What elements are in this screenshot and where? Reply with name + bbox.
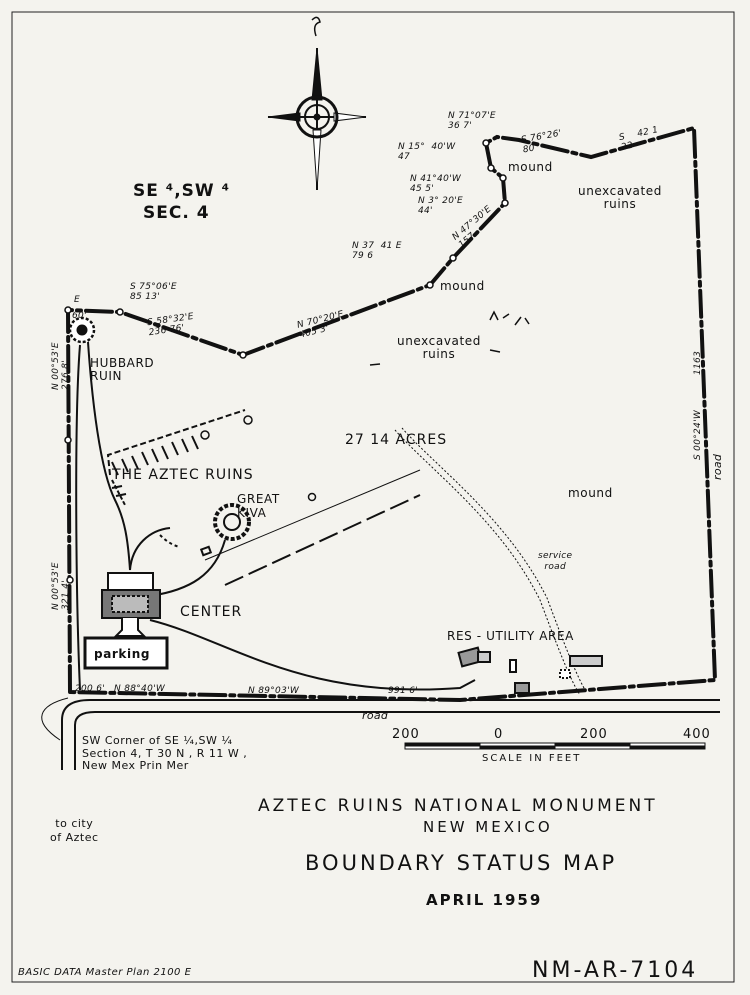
center-label: CENTER [180,604,243,620]
bearing-label: S 00°24'W [693,409,703,460]
ruin-marks [369,310,530,366]
parking-lot [83,636,169,670]
page-frame [11,11,735,983]
mound-mid-label: mound [440,279,485,293]
unexcavated-ne-label: unexcavated ruins [578,184,662,212]
bearing-label: N 00°53'E 276 8' [51,342,71,390]
hubbard-ruin-marker [68,316,96,344]
road-east-label: road [711,453,724,480]
mound-east-label: mound [568,486,613,500]
road-bottom-label: road [362,709,389,722]
scale-label: 200 [392,727,420,742]
bearing-label: N 00°53'E 321 4' [51,562,71,610]
service-road-label: service road [538,551,573,572]
hubbard-ruin-label: HUBBARD RUIN [90,356,155,384]
map-date: APRIL 1959 [426,891,543,909]
utility-buildings [457,646,603,694]
aztec-ruins-structures [106,409,317,557]
section-label-line2: SEC. 4 [143,203,210,223]
unexcavated-north-label: unexcavated ruins [397,334,481,362]
basic-data-note: BASIC DATA Master Plan 2100 E [18,967,192,978]
bearing-label: 1163 [693,350,703,375]
scale-caption: SCALE IN FEET [482,753,582,764]
bearing-label: N 41°40'W 45 5' [410,174,462,194]
bearing-label: 200 6' [75,684,106,694]
bearing-label: 991 6' [388,686,419,696]
bearing-label: N 37 41 E 79 6 [352,241,402,261]
scale-label: 400 [683,727,711,742]
title-line2: NEW MEXICO [423,818,553,836]
great-kiva-marker [213,503,251,541]
title-line1: AZTEC RUINS NATIONAL MONUMENT [258,796,658,816]
bearing-label: E [74,295,80,305]
trails [61,341,476,770]
sw-corner-note: SW Corner of SE ¼,SW ¼ Section 4, T 30 N… [82,734,248,773]
park-lines [204,469,421,586]
bearing-label: S 75°06'E 85 13' [130,282,177,302]
bottom-road [61,699,720,770]
bearing-label: N 88°40'W [114,684,166,694]
title-line3: BOUNDARY STATUS MAP [305,851,618,875]
bearing-label: 60' [72,311,87,321]
sw-corner-leader [41,697,69,741]
res-utility-label: RES - UTILITY AREA [447,629,574,643]
aztec-ruins-label: THE AZTEC RUINS [112,467,254,483]
section-label-line1: SE ⁴,SW ⁴ [133,181,231,201]
scale-label: 200 [580,727,608,742]
bearing-label: N 71°07'E 36 7' [448,111,496,131]
parking-label: parking [94,647,151,661]
mound-ne-label: mound [508,160,553,174]
bearing-label: N 3° 20'E 44' [418,196,463,216]
scale-bar [404,742,706,750]
to-city-label: to city of Aztec [50,817,99,845]
bearing-label: N 89°03'W [248,686,300,696]
visitor-center-building [101,572,161,637]
boundary-vertices [64,139,509,584]
drawing-number: NM-AR-7104 [532,958,699,983]
bearing-label: N 15° 40'W 47 [398,142,456,162]
great-kiva-label: GREAT KIVA [237,492,280,520]
north-arrow-icon [267,16,367,191]
scale-label: 0 [494,727,504,742]
acreage-label: 27 14 ACRES [345,432,448,448]
